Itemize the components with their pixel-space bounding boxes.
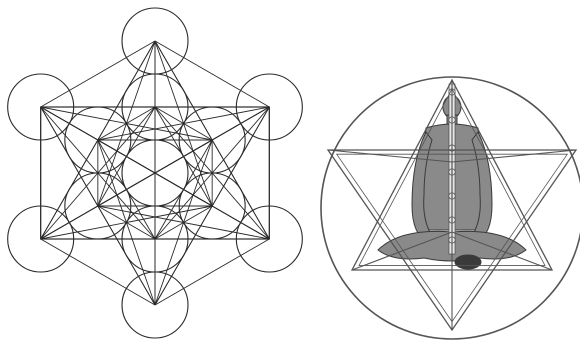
cube-line [155,41,269,107]
cube-line [155,239,269,305]
cube-line [41,41,155,107]
cube-line [41,239,155,305]
cube-lines [41,41,270,305]
merkaba-meditation [321,77,580,339]
figure-foot [455,255,481,269]
metatrons-cube [8,8,303,338]
